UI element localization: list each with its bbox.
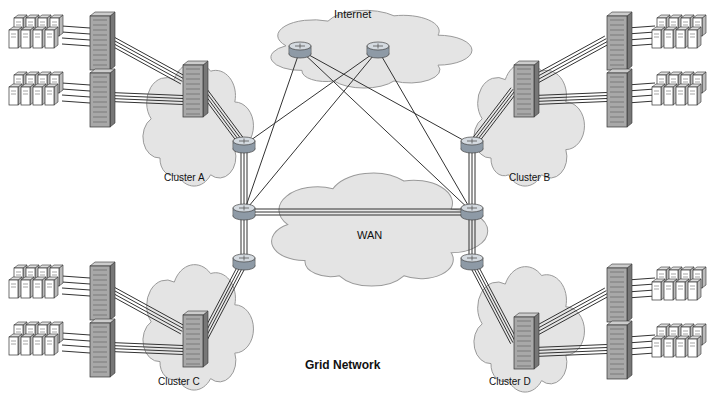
server-tower [652, 279, 665, 300]
server-tower [652, 27, 665, 48]
server-tower [45, 84, 58, 105]
switch-chassis [90, 319, 115, 377]
cloud-label: Internet [334, 8, 371, 20]
server-tower [21, 277, 34, 298]
server-tower [664, 279, 677, 300]
cloud-outline [262, 158, 477, 286]
switch-chassis [607, 264, 632, 322]
server-tower [676, 84, 689, 105]
switch-chassis [183, 61, 208, 117]
server-tower [676, 279, 689, 300]
switch-chassis [90, 69, 115, 127]
switch-chassis [514, 313, 539, 369]
server-tower [688, 27, 701, 48]
router-icon [233, 254, 255, 270]
network-cloud: WAN [262, 158, 477, 286]
server-tower [21, 27, 34, 48]
switch-chassis [90, 262, 115, 320]
server-tower [33, 27, 46, 48]
diagram-title: Grid Network [305, 358, 380, 372]
router-icon [367, 42, 389, 58]
server-tower [688, 84, 701, 105]
server-tower [9, 334, 22, 355]
router-icon [233, 137, 255, 153]
server-tower [9, 84, 22, 105]
router-icon [233, 204, 255, 220]
cloud-label: Cluster D [489, 376, 531, 388]
server-tower [9, 277, 22, 298]
router-icon [461, 204, 483, 220]
router-icon [289, 42, 311, 58]
server-tower [45, 277, 58, 298]
server-tower [664, 27, 677, 48]
switch-chassis [183, 311, 208, 367]
server-tower [21, 334, 34, 355]
server-tower [45, 334, 58, 355]
cloud-label: Cluster A [164, 172, 205, 184]
switch-chassis [607, 69, 632, 127]
cloud-label: WAN [357, 229, 382, 241]
server-tower [652, 336, 665, 357]
router-icon [461, 137, 483, 153]
server-tower [676, 27, 689, 48]
cloud-label: Cluster B [509, 172, 550, 184]
server-tower [688, 336, 701, 357]
server-tower [21, 84, 34, 105]
switch-chassis [514, 61, 539, 117]
server-tower [33, 277, 46, 298]
switch-chassis [90, 12, 115, 70]
server-tower [688, 279, 701, 300]
switch-chassis [607, 321, 632, 379]
server-tower [33, 84, 46, 105]
router-icon [461, 254, 483, 270]
server-tower [676, 336, 689, 357]
server-tower [9, 27, 22, 48]
server-tower [33, 334, 46, 355]
server-tower [45, 27, 58, 48]
switch-chassis [607, 12, 632, 70]
server-tower [652, 84, 665, 105]
cloud-label: Cluster C [158, 376, 200, 388]
server-tower [664, 336, 677, 357]
server-tower [664, 84, 677, 105]
